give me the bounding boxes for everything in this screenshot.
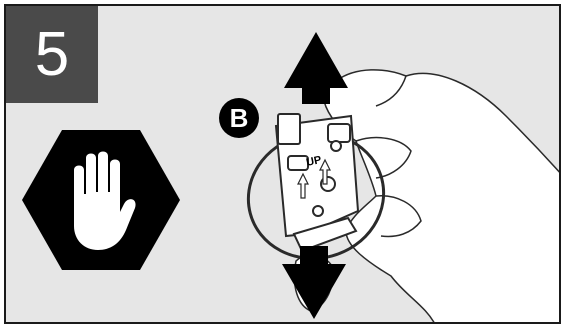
up-down-arrow-icon xyxy=(282,32,348,319)
stop-hand-icon xyxy=(22,130,180,270)
clip-part xyxy=(246,113,386,260)
instruction-panel: UP 5 B xyxy=(4,4,561,324)
step-number-badge: 5 xyxy=(6,6,98,103)
callout-b: B xyxy=(219,98,259,138)
illustration: UP xyxy=(246,32,559,322)
up-marking: UP xyxy=(305,154,322,169)
